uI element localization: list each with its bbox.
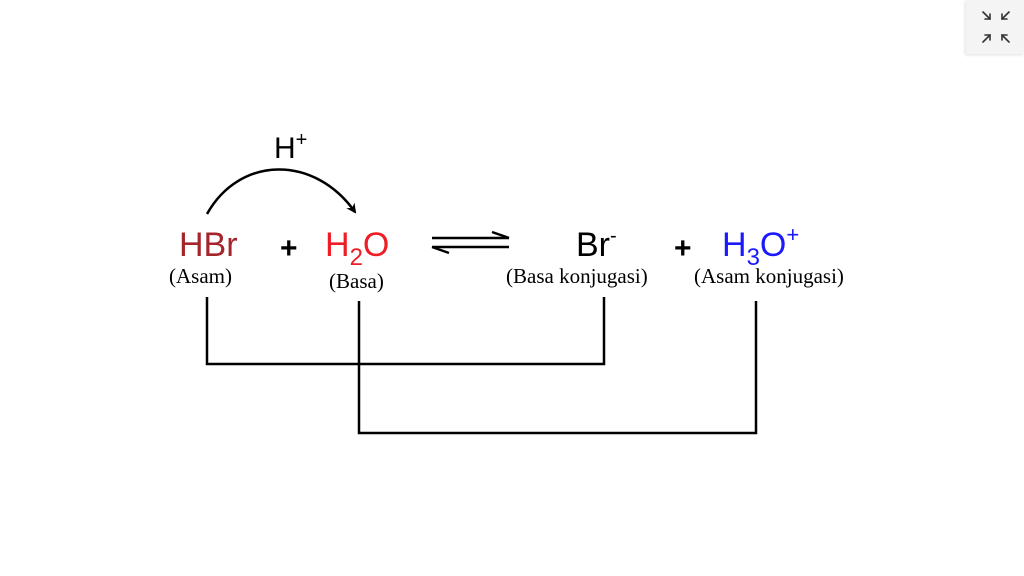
product-h3o-role: (Asam konjugasi) bbox=[694, 264, 844, 288]
conjugate-pair-connector-base bbox=[357, 301, 758, 435]
proton-label-base: H bbox=[274, 132, 296, 165]
exit-fullscreen-icon bbox=[982, 11, 1010, 43]
reactant-h2o-formula: H2O bbox=[325, 226, 389, 271]
product-br-formula: Br- bbox=[576, 225, 617, 264]
h3o-subscript: 3 bbox=[747, 244, 760, 271]
exit-fullscreen-button[interactable] bbox=[966, 0, 1024, 54]
h2o-o: O bbox=[363, 226, 389, 264]
equilibrium-arrow-icon bbox=[431, 230, 510, 255]
proton-label: H+ bbox=[274, 129, 307, 165]
h2o-h: H bbox=[325, 226, 350, 264]
h3o-o: O bbox=[760, 226, 786, 264]
reactant-hbr-formula: HBr bbox=[179, 226, 238, 264]
h2o-subscript: 2 bbox=[350, 244, 363, 271]
plus-sign-right: + bbox=[674, 232, 692, 265]
reactant-h2o-role: (Basa) bbox=[329, 269, 384, 293]
br-charge: - bbox=[610, 225, 617, 247]
proton-transfer-arrow bbox=[205, 168, 357, 215]
br-base: Br bbox=[576, 226, 610, 264]
proton-label-sup: + bbox=[296, 129, 308, 151]
conjugate-pair-connector-acid bbox=[205, 297, 606, 366]
plus-sign-left: + bbox=[280, 232, 298, 265]
product-h3o-formula: H3O+ bbox=[722, 222, 799, 271]
h3o-charge: + bbox=[786, 222, 799, 247]
reactant-hbr-role: (Asam) bbox=[169, 264, 232, 288]
h3o-h: H bbox=[722, 226, 747, 264]
product-br-role: (Basa konjugasi) bbox=[506, 264, 648, 288]
